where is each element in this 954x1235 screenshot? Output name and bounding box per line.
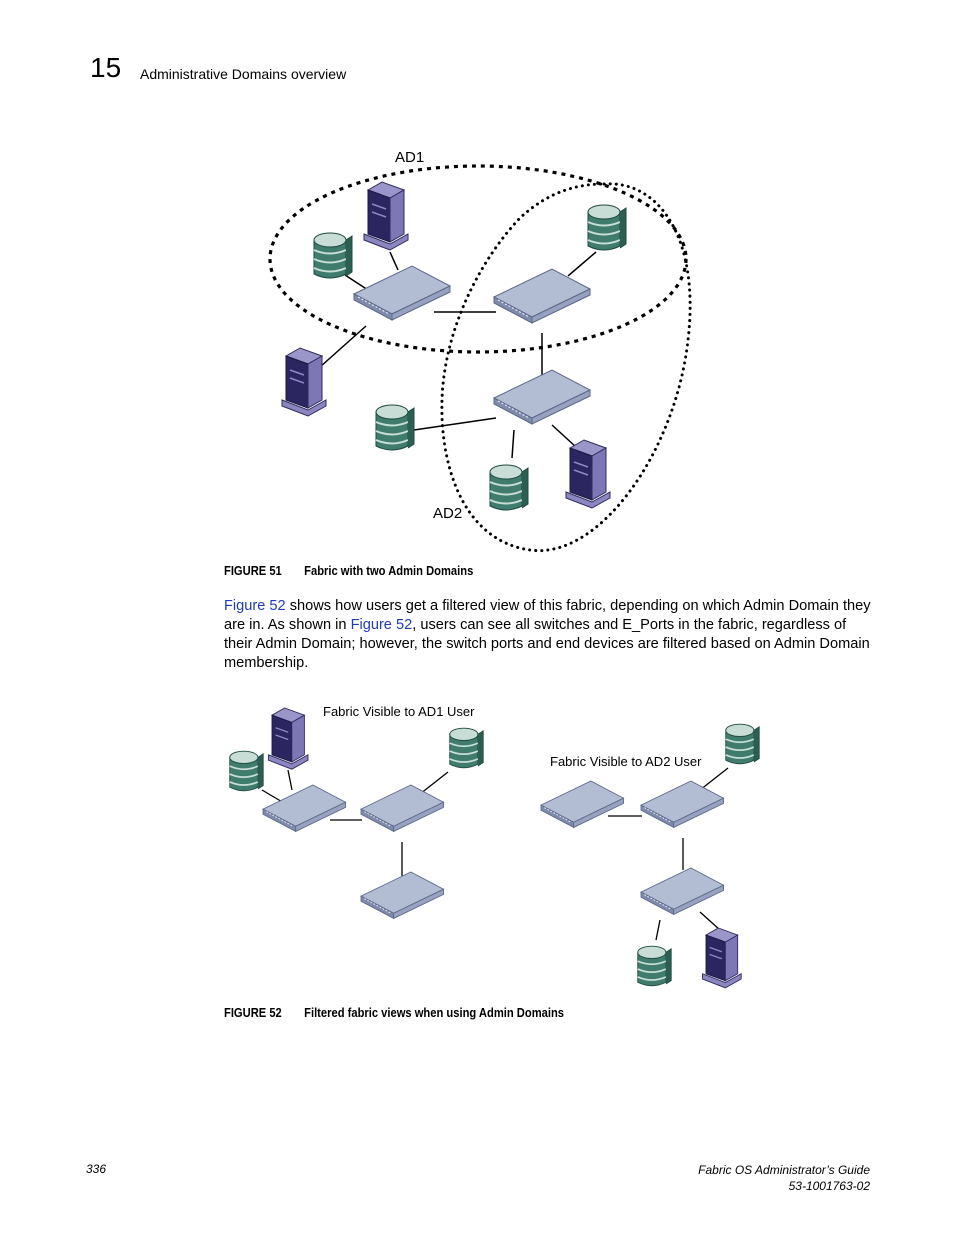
doc-title: Fabric OS Administrator’s Guide xyxy=(698,1163,870,1177)
figure-label: FIGURE 52 xyxy=(224,1005,282,1020)
storage-icon xyxy=(313,232,353,279)
figure-51-diagram: AD1 AD2 xyxy=(268,149,692,553)
paragraph-text: shows how users get a filtered view of t… xyxy=(224,598,871,633)
storage-icon xyxy=(448,727,485,769)
switch-icon xyxy=(493,268,591,324)
figure-51-caption: FIGURE 51 Fabric with two Admin Domains xyxy=(224,563,473,578)
figure-52-caption: FIGURE 52 Filtered fabric views when usin… xyxy=(224,1005,564,1020)
right-fabric-title: Fabric Visible to AD2 User xyxy=(550,754,702,769)
storage-icon xyxy=(587,204,627,251)
fabric-links xyxy=(319,251,597,459)
figure-title: Fabric with two Admin Domains xyxy=(304,563,474,578)
figure-title: Filtered fabric views when using Admin D… xyxy=(304,1005,565,1020)
storage-icon xyxy=(724,723,761,765)
figure-link[interactable]: Figure 52 xyxy=(224,598,286,614)
footer-doc-info: Fabric OS Administrator’s Guide 53-10017… xyxy=(698,1162,870,1194)
server-icon xyxy=(281,347,327,417)
storage-icon xyxy=(228,750,265,792)
body-paragraph: Figure 52 shows how users get a filtered… xyxy=(224,597,874,673)
storage-icon xyxy=(489,464,529,511)
figure-52-diagram: Fabric Visible to AD1 User Fabric Visibl… xyxy=(224,688,768,993)
server-icon xyxy=(565,439,611,509)
page-number: 336 xyxy=(86,1162,107,1176)
storage-icon xyxy=(375,404,415,451)
chapter-title: Administrative Domains overview xyxy=(140,66,347,82)
left-fabric-title: Fabric Visible to AD1 User xyxy=(323,704,475,719)
figure-link[interactable]: Figure 52 xyxy=(350,617,413,633)
switch-icon xyxy=(493,369,591,425)
chapter-number: 15 xyxy=(90,52,122,83)
paragraph-text: , users can see all switches and E_Ports… xyxy=(224,617,870,671)
server-icon xyxy=(267,707,309,770)
right-fabric-links xyxy=(608,767,729,941)
server-icon xyxy=(363,181,409,251)
ad2-label: AD2 xyxy=(433,505,462,522)
figure-label: FIGURE 51 xyxy=(224,563,282,578)
ad1-label: AD1 xyxy=(395,149,424,166)
storage-icon xyxy=(636,945,673,987)
doc-number: 53-1001763-02 xyxy=(788,1179,870,1193)
server-icon xyxy=(701,927,742,989)
